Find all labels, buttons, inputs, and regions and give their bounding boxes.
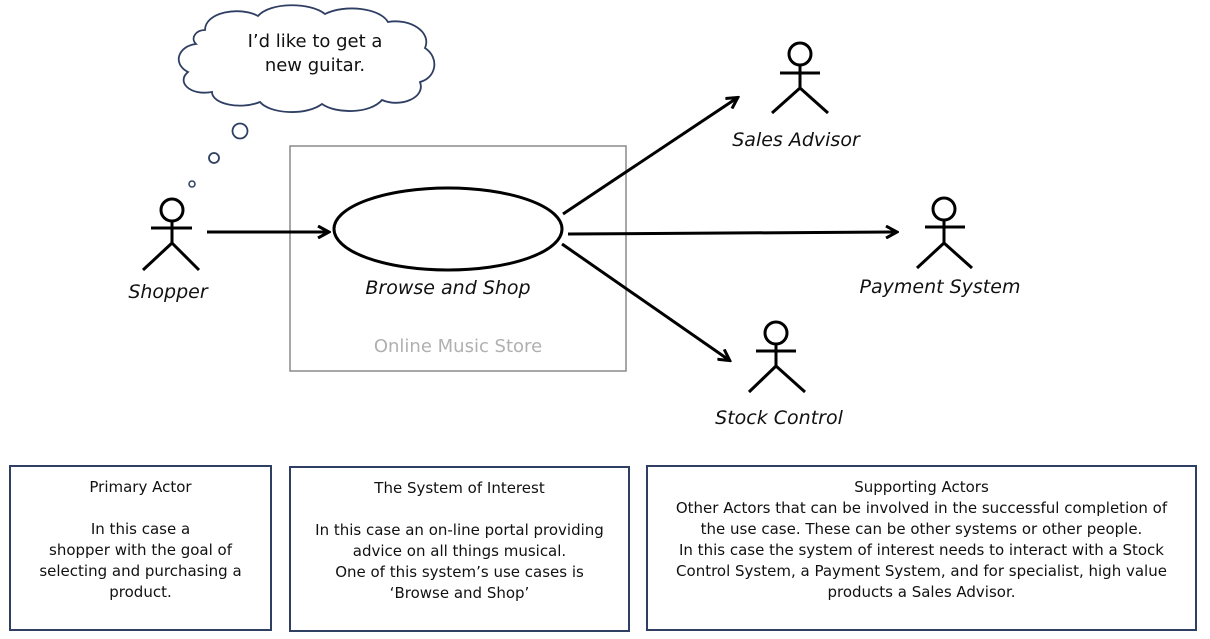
note-body: In this case a shopper with the goal of … [39,520,242,601]
actor-sales-advisor-icon[interactable] [771,41,829,115]
thought-text: I’d like to get a new guitar. [225,30,405,78]
actor-label-stock-control: Stock Control [715,407,843,429]
thought-bubble-small [188,180,196,188]
thought-text-line-2: new guitar. [264,55,366,76]
note-title: Primary Actor [89,478,192,496]
thought-bubble-large [231,122,249,140]
note-body: Other Actors that can be involved in the… [675,499,1168,601]
note-title: Supporting Actors [854,478,989,496]
association-use-case-to-sales-advisor [562,98,737,216]
use-case-ellipse[interactable] [332,186,564,272]
actor-label-shopper: Shopper [128,281,208,303]
actor-shopper-icon[interactable] [141,197,201,272]
actor-label-sales-advisor: Sales Advisor [732,129,860,151]
actor-label-payment-system: Payment System [859,276,1021,298]
actor-stock-control-icon[interactable] [747,320,807,394]
note-title: The System of Interest [374,479,545,497]
thought-text-line-1: I’d like to get a [247,31,383,52]
association-use-case-to-stock-control [561,242,729,360]
system-name-label: Online Music Store [373,336,543,357]
thought-cloud [177,4,436,113]
note-system-of-interest: The System of Interest In this case an o… [289,466,630,632]
use-case-label: Browse and Shop [365,277,531,299]
note-body: In this case an on-line portal providing… [315,521,604,602]
note-supporting-actors: Supporting Actors Other Actors that can … [646,465,1197,631]
note-primary-actor: Primary Actor In this case a shopper wit… [9,465,272,631]
actor-payment-system-icon[interactable] [915,196,973,270]
association-use-case-to-payment-system [567,232,896,234]
system-boundary [289,145,627,372]
thought-bubble-medium [208,152,220,164]
